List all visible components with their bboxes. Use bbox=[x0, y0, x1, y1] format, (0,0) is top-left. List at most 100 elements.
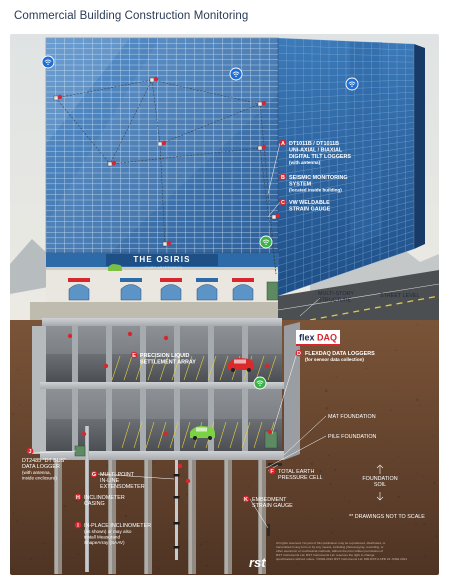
svg-text:transmitted in any form or by: transmitted in any form or by any means,… bbox=[276, 545, 383, 549]
inclinometer-casing bbox=[85, 426, 89, 572]
svg-text:J: J bbox=[29, 449, 32, 455]
column bbox=[242, 326, 248, 382]
rst-logo: rst bbox=[249, 555, 266, 570]
svg-text:RST Instruments Ltd. RST Instr: RST Instruments Ltd. RST Instruments Ltd… bbox=[276, 553, 375, 557]
awning bbox=[68, 278, 90, 282]
callout-marker bbox=[261, 144, 267, 150]
extensometer bbox=[173, 460, 180, 560]
tilt-logger bbox=[107, 161, 113, 167]
svg-text:SOIL: SOIL bbox=[374, 482, 386, 488]
callout-dt2485: J DT2485 "DT BUS"DATA LOGGER(with antenn… bbox=[22, 447, 66, 481]
label-street-level: STREET LEVEL bbox=[380, 293, 419, 299]
callout-marker bbox=[185, 478, 191, 484]
svg-text:H: H bbox=[76, 495, 80, 501]
column bbox=[72, 389, 78, 451]
svg-text:A: A bbox=[281, 141, 285, 147]
wifi-icon bbox=[41, 55, 55, 69]
car-red bbox=[228, 358, 254, 372]
extensometer-anchor bbox=[173, 522, 180, 525]
column bbox=[208, 389, 214, 451]
callout-marker bbox=[177, 463, 183, 469]
parkade bbox=[32, 318, 300, 460]
svg-text:specifications without notice.: specifications without notice. ©2002-202… bbox=[276, 557, 407, 561]
car-green bbox=[190, 426, 215, 440]
building-sign: THE OSIRIS bbox=[133, 255, 190, 264]
callout-marker bbox=[275, 213, 281, 219]
illustration: THE OSIRIS LUXURY APARTMENTS bbox=[10, 34, 439, 575]
label-foundation-soil: FOUNDATION SOIL bbox=[362, 464, 398, 501]
column bbox=[106, 389, 112, 451]
svg-text:E: E bbox=[132, 353, 136, 359]
street bbox=[278, 270, 439, 334]
callout-marker bbox=[166, 240, 172, 246]
flexdaq-logo: flex DAQ bbox=[296, 330, 340, 346]
storefront-window bbox=[160, 284, 182, 301]
svg-text:C: C bbox=[281, 200, 285, 206]
svg-text:DT2485 "DT BUS"DATA LOGGER(wit: DT2485 "DT BUS"DATA LOGGER(with antenna,… bbox=[22, 458, 66, 481]
column bbox=[140, 389, 146, 451]
callout-inplace: I IN-PLACE INCLINOMETER(as shown) or may… bbox=[74, 521, 151, 545]
awning bbox=[160, 278, 182, 282]
copyright: All rights reserved. No part of this pub… bbox=[276, 541, 407, 561]
svg-text:DAQ: DAQ bbox=[317, 333, 337, 343]
column bbox=[242, 389, 248, 451]
callout-marker bbox=[67, 333, 73, 339]
column bbox=[140, 326, 146, 382]
tilt-logger bbox=[257, 145, 263, 151]
extensometer-anchor bbox=[173, 546, 180, 549]
callout-marker bbox=[261, 100, 267, 106]
pressure-cell bbox=[268, 463, 282, 466]
column bbox=[174, 389, 180, 451]
extensometer-anchor bbox=[173, 496, 180, 499]
svg-text:other electronic or mechanical: other electronic or mechanical methods, … bbox=[276, 549, 383, 553]
callout-marker bbox=[81, 431, 87, 437]
tilt-logger bbox=[157, 141, 163, 147]
awning bbox=[196, 278, 218, 282]
storefront-window bbox=[232, 284, 254, 301]
storefront-window bbox=[68, 284, 90, 301]
callout-marker bbox=[267, 429, 273, 435]
svg-text:FLEXDAQ DATA LOGGERS(for senso: FLEXDAQ DATA LOGGERS(for sensor data col… bbox=[305, 351, 375, 362]
svg-text:IN-PLACE INCLINOMETER(as shown: IN-PLACE INCLINOMETER(as shown) or may a… bbox=[84, 523, 151, 545]
svg-text:I: I bbox=[77, 523, 79, 529]
wifi-icon bbox=[253, 376, 267, 390]
building-sign-sub: LUXURY APARTMENTS bbox=[142, 266, 183, 270]
tilt-logger bbox=[149, 77, 155, 83]
callout-marker bbox=[264, 363, 270, 369]
column bbox=[174, 326, 180, 382]
side-building bbox=[277, 37, 425, 297]
wifi-icon bbox=[345, 77, 359, 91]
column bbox=[72, 326, 78, 382]
dtbus-enclosure bbox=[74, 445, 86, 457]
embedment-gauge bbox=[267, 524, 270, 536]
storefront bbox=[46, 253, 278, 303]
storefront-window bbox=[120, 284, 142, 301]
label-mat-foundation: MAT FOUNDATION bbox=[328, 414, 376, 420]
extensometer-anchor bbox=[173, 474, 180, 477]
callout-marker bbox=[153, 76, 159, 82]
svg-text:G: G bbox=[92, 472, 96, 478]
storefront-window bbox=[196, 284, 218, 301]
column bbox=[106, 326, 112, 382]
callout-flexdaq: D FLEXDAQ DATA LOGGERS(for sensor data c… bbox=[295, 349, 375, 362]
page-title: Commercial Building Construction Monitor… bbox=[14, 10, 249, 22]
tilt-logger bbox=[162, 241, 168, 247]
callout-marker bbox=[161, 140, 167, 146]
label-not-to-scale: ** DRAWINGS NOT TO SCALE bbox=[349, 514, 425, 520]
svg-text:All rights reserved. No part o: All rights reserved. No part of this pub… bbox=[276, 541, 385, 545]
